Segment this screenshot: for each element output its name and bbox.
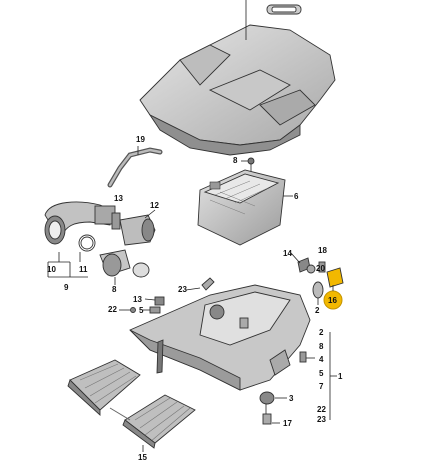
callout-8-top: 8 — [233, 156, 238, 165]
clip-20 — [306, 264, 316, 274]
callout-16: 15 — [138, 453, 147, 462]
callout-17: 16 — [328, 296, 337, 305]
callout-20: 20 — [316, 264, 325, 273]
screw-5 — [149, 306, 161, 314]
clip-23 — [201, 277, 215, 291]
callout-4: 4 — [319, 355, 324, 364]
callout-12: 11 — [79, 265, 88, 274]
connecting-pipe-9 — [99, 249, 150, 278]
bracket-14 — [154, 296, 165, 306]
intake-mat-left — [67, 359, 141, 417]
callout-22-left: 22 — [108, 305, 117, 314]
intake-mat-right — [122, 394, 196, 449]
air-filter-housing-lower — [129, 284, 311, 391]
callout-15: 14 — [283, 249, 292, 258]
highlighted-part-17 — [326, 267, 344, 288]
callout-1: 1 — [338, 372, 343, 381]
seal-ring-set — [266, 4, 302, 15]
air-filter-element — [197, 169, 286, 246]
callout-8-list: 8 — [319, 342, 324, 351]
screw-18 — [262, 413, 272, 425]
callout-18: 17 — [283, 419, 292, 428]
callout-5-left: 5 — [139, 306, 144, 315]
clip-19 — [318, 261, 326, 273]
callout-6: 6 — [294, 192, 299, 201]
callout-19: 18 — [318, 246, 327, 255]
intake-duct — [44, 201, 116, 245]
callout-11: 10 — [47, 265, 56, 274]
mass-air-flow-meter — [111, 212, 156, 246]
engine-cover — [139, 24, 336, 156]
callout-23-top: 23 — [178, 285, 187, 294]
sensor-2 — [312, 281, 324, 299]
callout-23-list: 23 — [317, 415, 326, 424]
callout-14-lower: 13 — [133, 295, 142, 304]
callout-14: 13 — [114, 194, 123, 203]
callout-9: 8 — [112, 285, 117, 294]
callout-7: 7 — [319, 382, 324, 391]
callout-5-list: 5 — [319, 369, 324, 378]
callout-2-list: 2 — [319, 328, 324, 337]
callout-22-list: 22 — [317, 405, 326, 414]
breather-hose — [107, 147, 163, 188]
callout-13: 12 — [150, 201, 159, 210]
callout-21: 19 — [136, 135, 145, 144]
callout-3: 3 — [289, 394, 294, 403]
callout-2-right: 2 — [315, 306, 320, 315]
clamp-12 — [78, 234, 96, 252]
pin-4 — [299, 351, 307, 363]
grommet-3 — [259, 391, 275, 405]
callout-10: 9 — [64, 283, 69, 292]
